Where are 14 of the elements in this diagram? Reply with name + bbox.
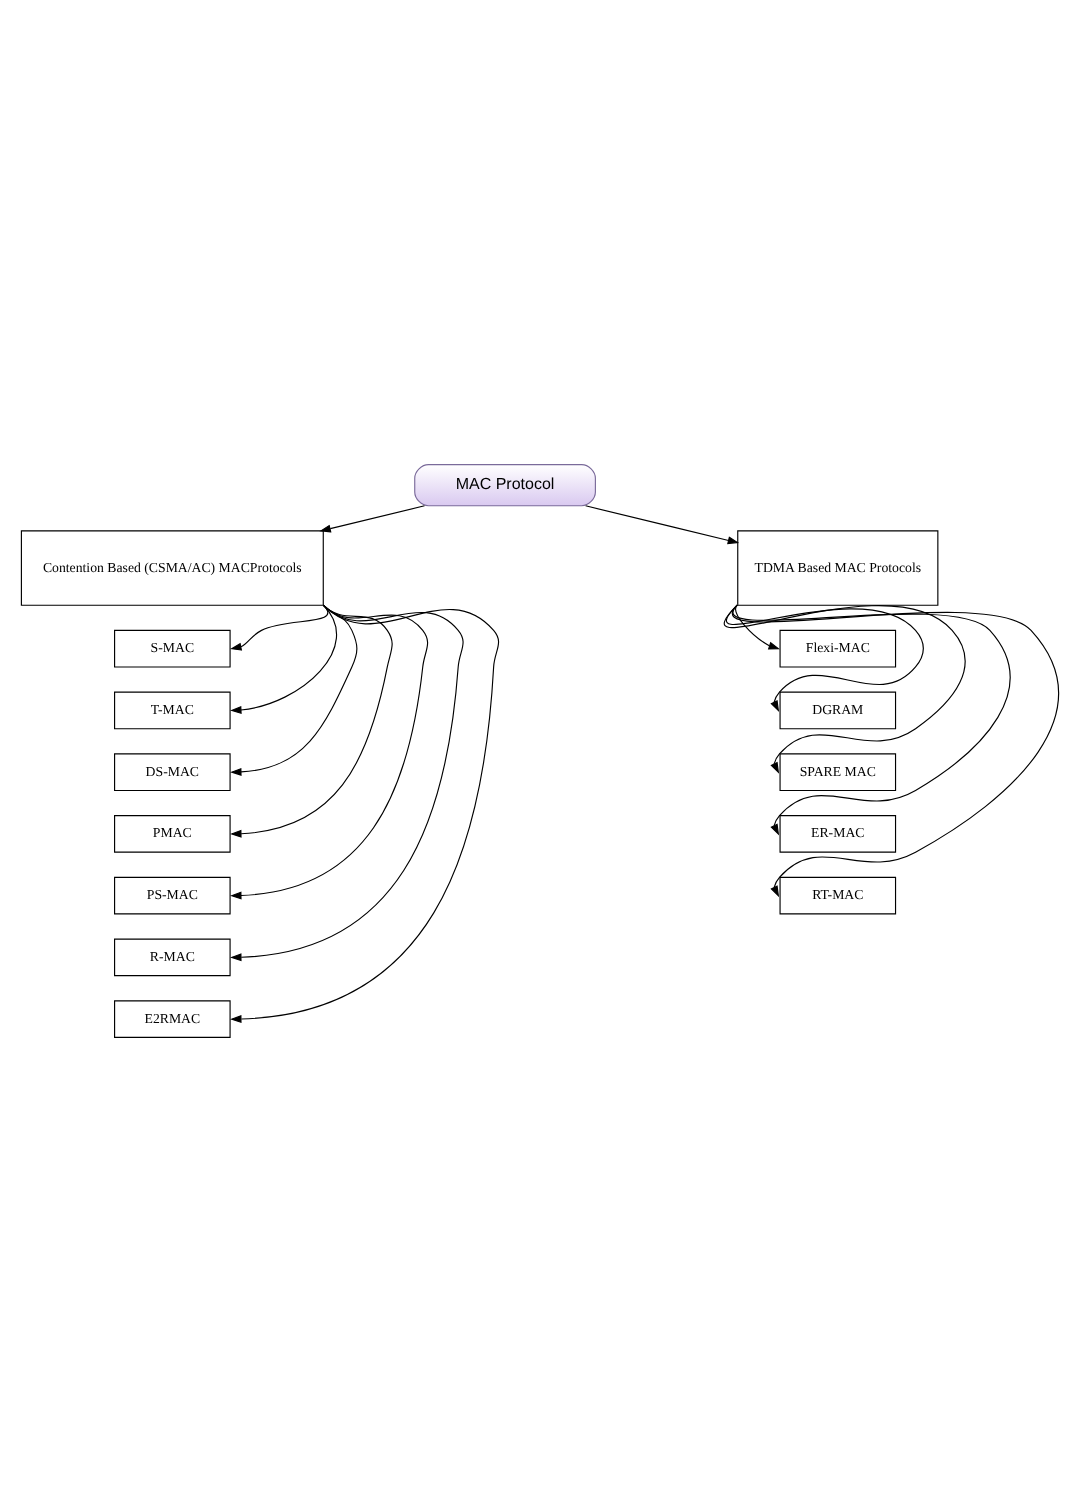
arrow <box>726 604 925 712</box>
arrow <box>230 604 337 714</box>
arrow <box>732 604 1011 836</box>
arrow <box>230 604 358 776</box>
arrow <box>585 505 740 545</box>
arrow <box>724 604 966 774</box>
arrow <box>230 604 429 900</box>
arrow <box>230 604 329 651</box>
arrow <box>731 604 1059 898</box>
arrow <box>230 604 500 1023</box>
arrow <box>230 604 393 838</box>
arrow <box>319 505 426 533</box>
arrow <box>735 604 780 650</box>
arrow <box>230 604 464 962</box>
